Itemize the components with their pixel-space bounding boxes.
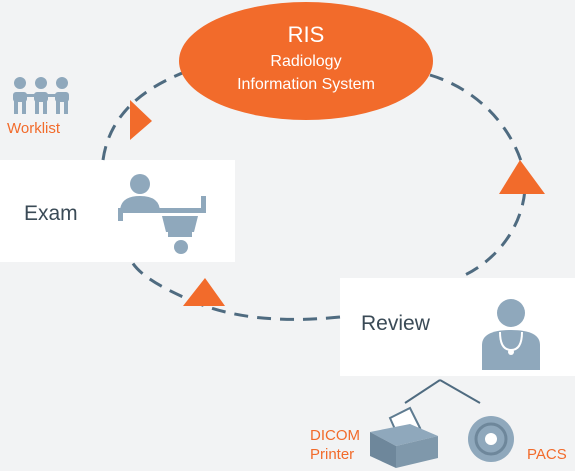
dicom-label: DICOM	[310, 427, 360, 444]
printer-label: Printer	[310, 446, 355, 463]
worklist-label: Worklist	[7, 120, 61, 137]
arrow-to-ris	[130, 100, 152, 140]
review-label: Review	[361, 312, 430, 335]
pacs-label: PACS	[527, 446, 567, 463]
ris-title: RIS	[287, 22, 325, 47]
ris-ellipse	[179, 2, 433, 120]
dicom-printer-icon	[370, 406, 438, 468]
output-connector-lines	[404, 379, 481, 404]
ris-subtitle-line1: Radiology	[270, 53, 342, 70]
path-review-to-exam	[130, 261, 341, 321]
worklist-people-icon	[13, 77, 69, 114]
arrow-to-review	[499, 160, 545, 194]
arrow-to-exam	[183, 278, 225, 306]
review-doctor-icon	[482, 299, 540, 370]
pacs-disc-icon	[468, 416, 514, 462]
path-worklist-to-ris	[101, 68, 191, 161]
exam-label: Exam	[24, 202, 78, 225]
exam-scanner-icon	[118, 174, 206, 254]
ris-subtitle-line2: Information System	[237, 76, 375, 93]
